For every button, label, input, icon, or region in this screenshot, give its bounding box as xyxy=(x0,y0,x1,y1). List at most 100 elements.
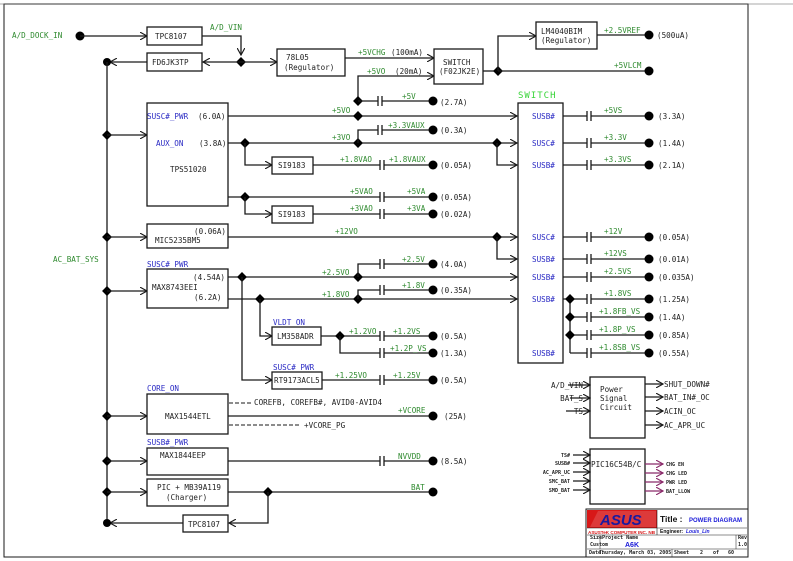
switch-enable-label: SUSC# xyxy=(532,139,555,148)
svg-text:Sheet: Sheet xyxy=(674,550,689,556)
svg-text:Rev: Rev xyxy=(738,535,747,541)
svg-text:1.0: 1.0 xyxy=(738,542,747,548)
svg-text:Louis_Lin: Louis_Lin xyxy=(686,529,710,535)
pic-input-label: SMC_BAT xyxy=(549,479,570,485)
svg-text:+3VO: +3VO xyxy=(332,133,351,142)
block-max8743eei xyxy=(146,268,229,309)
label-ad-vin: A/D_VIN xyxy=(210,23,242,32)
block-pic16c54 xyxy=(589,448,646,505)
psc-output-label: ACIN_OC xyxy=(664,407,696,416)
svg-text:MAX1544ETL: MAX1544ETL xyxy=(165,412,211,421)
switch-output-node xyxy=(644,232,654,242)
svg-text:Circuit: Circuit xyxy=(600,403,632,412)
svg-text:+2.5VREF: +2.5VREF xyxy=(604,26,641,35)
svg-text:78L05: 78L05 xyxy=(286,53,309,62)
svg-text:+1.8VAUX: +1.8VAUX xyxy=(389,155,426,164)
svg-text:Size: Size xyxy=(590,535,602,541)
svg-text:+5VO: +5VO xyxy=(332,106,351,115)
svg-text:(20mA): (20mA) xyxy=(395,67,422,76)
svg-text:(Regulator): (Regulator) xyxy=(541,36,591,45)
svg-text:TPC8107: TPC8107 xyxy=(155,32,187,41)
switch-output-node xyxy=(644,312,654,322)
svg-text:TPS51020: TPS51020 xyxy=(170,165,207,174)
svg-text:+5VO: +5VO xyxy=(367,67,386,76)
svg-text:LM4040BIM: LM4040BIM xyxy=(541,27,583,36)
switch-current-label: (3.3A) xyxy=(658,112,685,121)
svg-text:(3.8A): (3.8A) xyxy=(199,139,226,148)
svg-text:+5VLCM: +5VLCM xyxy=(614,61,642,70)
svg-text:RT9173ACL5: RT9173ACL5 xyxy=(274,376,320,385)
block-max1844eep xyxy=(146,447,229,476)
svg-text:(6.0A): (6.0A) xyxy=(198,112,225,121)
switch-enable-label: SUSC# xyxy=(532,233,555,242)
switch-output-node xyxy=(644,330,654,340)
switch-output-node xyxy=(644,254,654,264)
svg-text:2: 2 xyxy=(700,550,703,556)
svg-text:(0.35A): (0.35A) xyxy=(440,286,472,295)
svg-text:+2.5VO: +2.5VO xyxy=(322,268,350,277)
svg-text:(4.0A): (4.0A) xyxy=(440,260,467,269)
svg-text:SI9183: SI9183 xyxy=(278,161,305,170)
switch-row: SUSC#+3.3V(1.4A) xyxy=(532,133,685,148)
svg-text:+3VA: +3VA xyxy=(407,204,426,213)
switch-row: SUSB#+1.8SB_VS(0.55A) xyxy=(532,343,690,358)
svg-text:PIC16C54B/C: PIC16C54B/C xyxy=(591,460,641,469)
switch-net-label: +12V xyxy=(604,227,623,236)
svg-text:VLDT_ON: VLDT_ON xyxy=(273,318,305,327)
svg-text:(0.06A): (0.06A) xyxy=(194,227,226,236)
svg-text:of: of xyxy=(713,550,719,556)
svg-text:SI9183: SI9183 xyxy=(278,210,305,219)
svg-text:TPC8107: TPC8107 xyxy=(188,520,220,529)
block-mic5235bm5 xyxy=(146,223,229,249)
label-ad-dock-in: A/D_DOCK_IN xyxy=(12,31,63,40)
project-name: A6K xyxy=(625,542,639,549)
switch-current-label: (0.01A) xyxy=(658,255,690,264)
switch-row: +1.8FB_VS(1.4A) xyxy=(570,307,685,322)
switch-enable-label: SUSB# xyxy=(532,112,555,121)
switch-net-label: +12VS xyxy=(604,249,627,258)
psc-output-label: SHUT_DOWN# xyxy=(664,380,710,389)
switch-enable-label: SUSB# xyxy=(532,295,555,304)
svg-text:Power: Power xyxy=(600,385,623,394)
switch-row: SUSB#+12VS(0.01A) xyxy=(532,249,690,264)
svg-text:(0.5A): (0.5A) xyxy=(440,376,467,385)
svg-text:SUSC#_PWR: SUSC#_PWR xyxy=(273,363,315,372)
switch-output-node xyxy=(644,294,654,304)
block-lm4040bim xyxy=(535,21,598,50)
svg-text:NVVDD: NVVDD xyxy=(398,452,421,461)
switch-row: SUSB#+2.5VS(0.035A) xyxy=(532,267,695,282)
svg-text:BAT: BAT xyxy=(411,483,425,492)
svg-text:Custom: Custom xyxy=(590,542,608,548)
switch-net-label: +2.5VS xyxy=(604,267,632,276)
svg-text:(100mA): (100mA) xyxy=(391,48,423,57)
switch-output-node xyxy=(644,160,654,170)
svg-text:(4.54A): (4.54A) xyxy=(193,273,225,282)
switch-row: +1.8P_VS(0.85A) xyxy=(570,325,690,340)
switch-current-label: (0.05A) xyxy=(658,233,690,242)
switch-current-label: (0.85A) xyxy=(658,331,690,340)
svg-text:+1.25VO: +1.25VO xyxy=(335,371,367,380)
psc-output-label: BAT_IN#_OC xyxy=(664,393,710,402)
svg-text:+5VAO: +5VAO xyxy=(350,187,373,196)
svg-text:Date:: Date: xyxy=(589,550,604,556)
switch-output-node xyxy=(644,111,654,121)
svg-text:(6.2A): (6.2A) xyxy=(194,293,221,302)
pic-output-label: CHG EN xyxy=(666,462,684,468)
pic-input-label: SUSB# xyxy=(555,461,570,467)
svg-text:(Charger): (Charger) xyxy=(166,493,207,502)
svg-text:+1.2VO: +1.2VO xyxy=(349,327,377,336)
svg-text:Signal: Signal xyxy=(600,394,627,403)
switch-net-label: +3.3VS xyxy=(604,155,632,164)
svg-text:+VCORE_PG: +VCORE_PG xyxy=(304,421,346,430)
svg-text:+3.3VAUX: +3.3VAUX xyxy=(388,121,425,130)
switch-net-label: +1.8SB_VS xyxy=(599,343,641,352)
psc-output-label: AC_APR_UC xyxy=(664,421,705,430)
svg-text:+3VAO: +3VAO xyxy=(350,204,373,213)
block-78l05-regulator xyxy=(276,48,346,77)
switch-title: SWITCH xyxy=(518,91,557,101)
switch-current-label: (1.4A) xyxy=(658,313,685,322)
svg-text:+5V: +5V xyxy=(402,92,416,101)
svg-text:+1.8VO: +1.8VO xyxy=(322,290,350,299)
svg-text:AUX_ON: AUX_ON xyxy=(156,139,184,148)
